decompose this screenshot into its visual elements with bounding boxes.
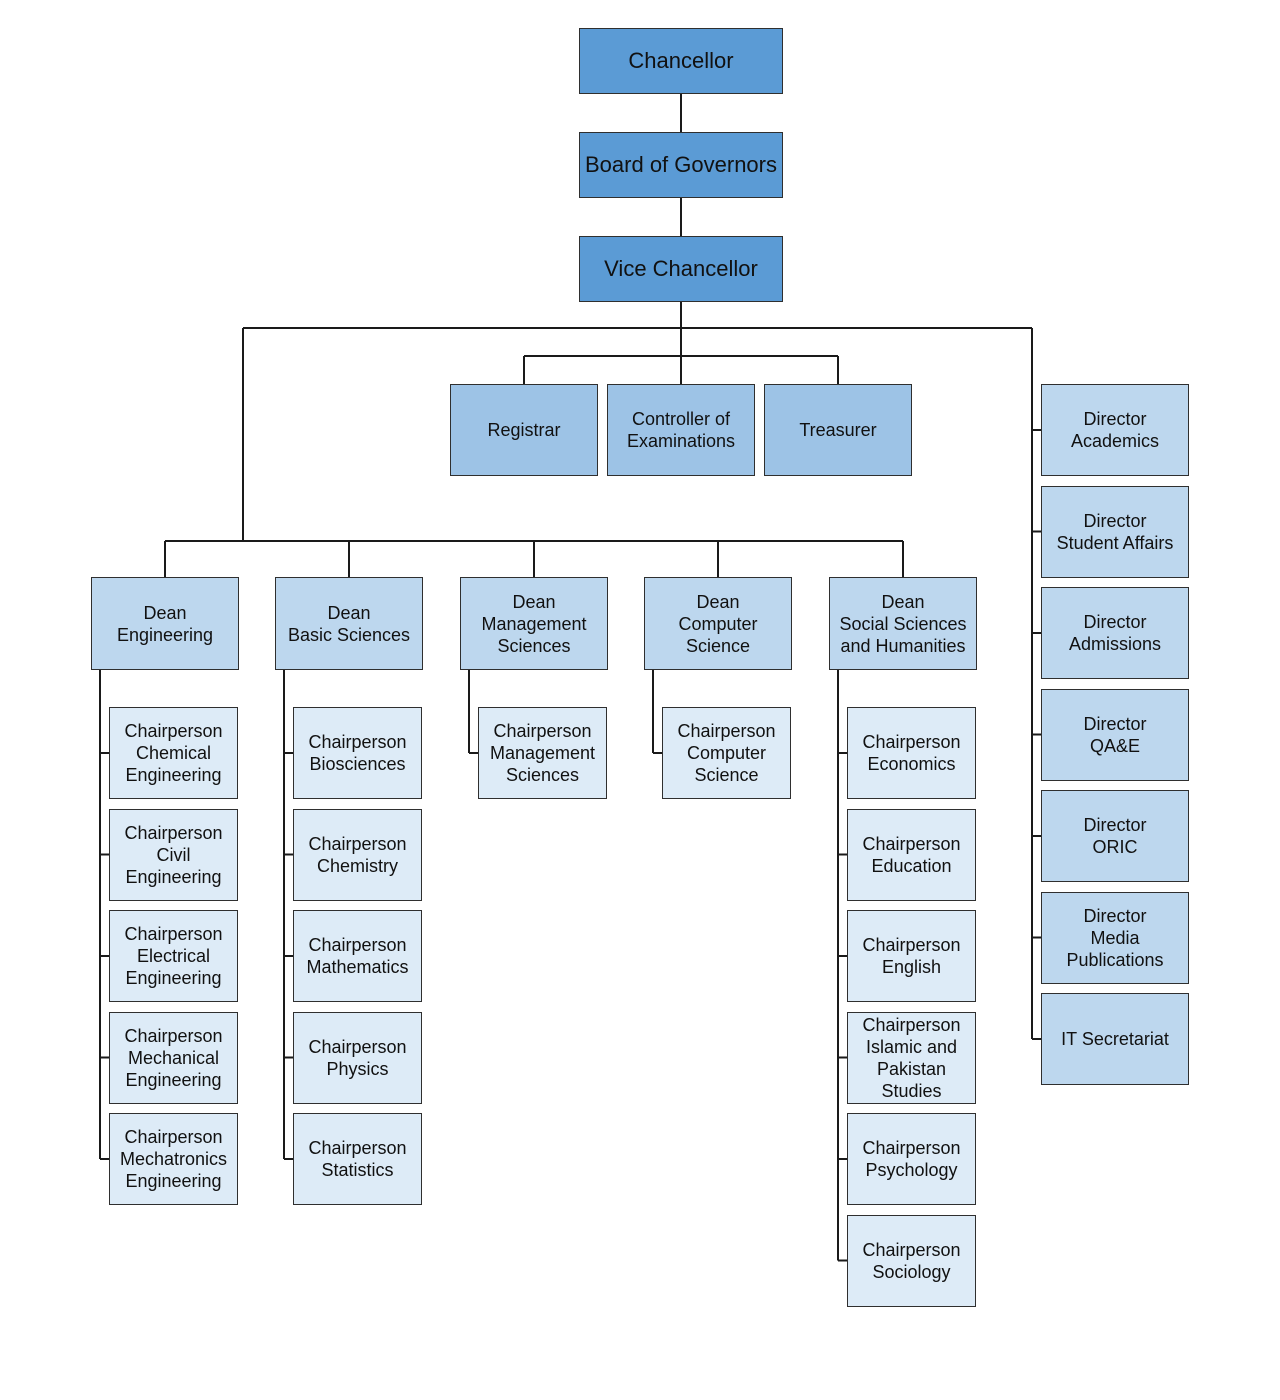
chairperson-mechanical-engineering-box: Chairperson Mechanical Engineering bbox=[109, 1011, 238, 1104]
chairperson-chemistry-box: Chairperson Chemistry bbox=[293, 808, 422, 901]
dean-basic-sciences-box: Dean Basic Sciences bbox=[275, 577, 423, 670]
dean-social-sciences-and-humanities-box: Dean Social Sciences and Humanities bbox=[829, 577, 977, 670]
chairperson-economics-box: Chairperson Economics bbox=[847, 707, 976, 799]
chairperson-english-box: Chairperson English bbox=[847, 910, 976, 1002]
chairperson-management-sciences-box: Chairperson Management Sciences bbox=[478, 707, 607, 799]
chairperson-psychology-box: Chairperson Psychology bbox=[847, 1113, 976, 1205]
board-of-governors-box: Board of Governors bbox=[579, 132, 783, 198]
treasurer-box: Treasurer bbox=[764, 384, 912, 476]
chairperson-islamic-and-pakistan-studies-box: Chairperson Islamic and Pakistan Studies bbox=[847, 1011, 976, 1104]
it-secretariat-box: IT Secretariat bbox=[1041, 993, 1189, 1085]
dean-engineering-box: Dean Engineering bbox=[91, 577, 239, 670]
chairperson-electrical-engineering-box: Chairperson Electrical Engineering bbox=[109, 910, 238, 1002]
chairperson-physics-box: Chairperson Physics bbox=[293, 1011, 422, 1104]
controller-of-examinations-box: Controller of Examinations bbox=[607, 384, 755, 476]
director-media-publications-box: Director Media Publications bbox=[1041, 891, 1189, 984]
director-oric-box: Director ORIC bbox=[1041, 790, 1189, 882]
director-academics-box: Director Academics bbox=[1041, 384, 1189, 476]
director-student-affairs-box: Director Student Affairs bbox=[1041, 485, 1189, 578]
chairperson-civil-engineering-box: Chairperson Civil Engineering bbox=[109, 808, 238, 901]
chancellor-box: Chancellor bbox=[579, 28, 783, 94]
chairperson-chemical-engineering-box: Chairperson Chemical Engineering bbox=[109, 707, 238, 799]
chairperson-education-box: Chairperson Education bbox=[847, 808, 976, 901]
director-admissions-box: Director Admissions bbox=[1041, 587, 1189, 679]
director-qaande-box: Director QA&E bbox=[1041, 688, 1189, 781]
vice-chancellor-box: Vice Chancellor bbox=[579, 236, 783, 302]
chairperson-biosciences-box: Chairperson Biosciences bbox=[293, 707, 422, 799]
chairperson-mathematics-box: Chairperson Mathematics bbox=[293, 910, 422, 1002]
dean-computer-science-box: Dean Computer Science bbox=[644, 577, 792, 670]
chairperson-mechatronics-engineering-box: Chairperson Mechatronics Engineering bbox=[109, 1113, 238, 1205]
dean-management-sciences-box: Dean Management Sciences bbox=[460, 577, 608, 670]
registrar-box: Registrar bbox=[450, 384, 598, 476]
chairperson-sociology-box: Chairperson Sociology bbox=[847, 1214, 976, 1307]
chairperson-statistics-box: Chairperson Statistics bbox=[293, 1113, 422, 1205]
chairperson-computer-science-box: Chairperson Computer Science bbox=[662, 707, 791, 799]
